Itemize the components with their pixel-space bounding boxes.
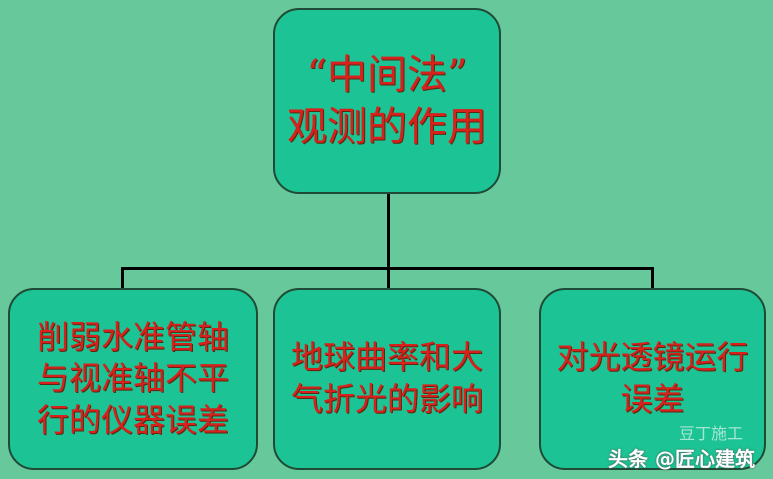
connector-trunk [387,194,390,269]
child-node-1: 削弱水准管轴与视准轴不平行的仪器误差 [8,288,258,470]
child-3-line: 误差 [620,380,685,418]
watermark-faint: 豆丁施工 [678,424,743,443]
child-3-line: 对光透镜运行 [556,338,749,377]
child-1-line: 与视准轴不平 [36,359,229,398]
child-1-line: 行的仪器误差 [36,400,229,439]
child-1-line: 削弱水准管轴 [36,317,229,356]
root-line-2: 观测的作用 [287,104,487,150]
watermark: 头条 @匠心建筑 [608,447,755,471]
root-line-1: “中间法” [306,52,468,98]
connector-left [121,267,124,289]
child-node-2: 地球曲率和大气折光的影响 [273,288,501,470]
connector-right [651,267,654,289]
child-2-line: 气折光的影响 [290,380,483,418]
child-node-3: 对光透镜运行误差 [539,288,766,470]
child-2-line: 地球曲率和大 [290,338,483,377]
connector-middle [387,267,390,289]
root-text: “中间法” 观测的作用 [287,49,487,153]
root-node: “中间法” 观测的作用 [273,8,501,194]
